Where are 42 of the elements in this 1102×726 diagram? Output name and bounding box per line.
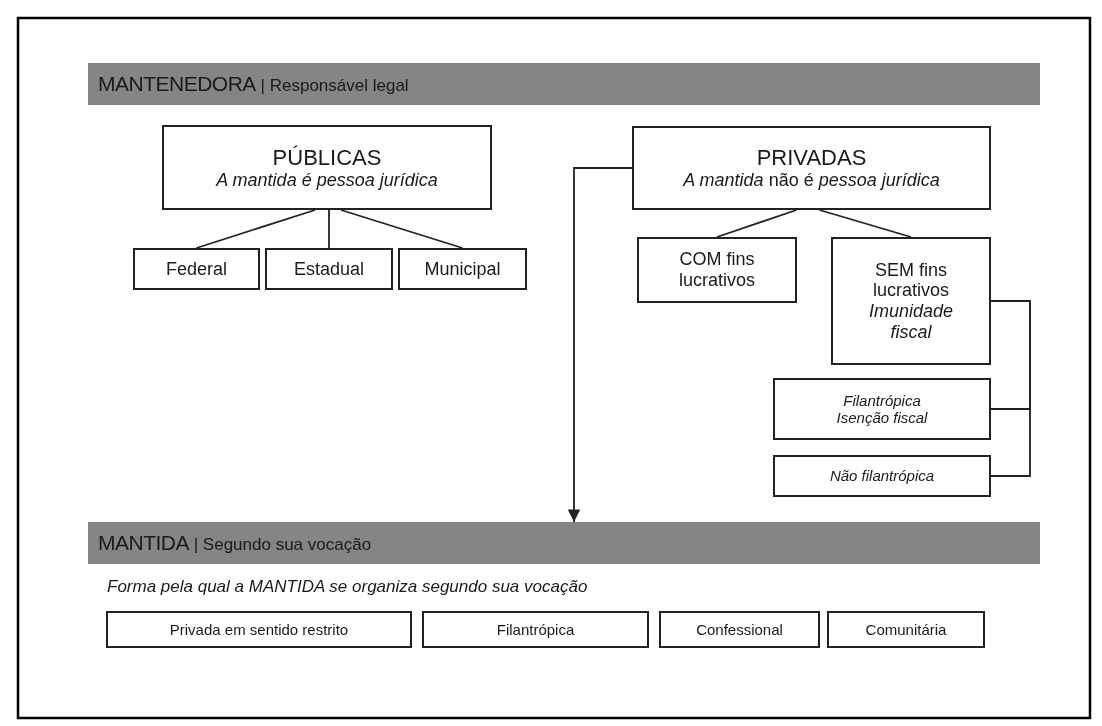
box-title: Federal [166,258,227,280]
box-title: PÚBLICAS [272,144,382,170]
box-title: Privada em sentido restrito [169,620,349,639]
box-title: Municipal [424,258,501,280]
box-title: COM fins lucrativos [678,249,756,291]
category-box [827,611,985,648]
category-box [773,455,991,497]
category-box [422,611,649,648]
connector-line [340,209,464,249]
box-title: SEM fins lucrativos [872,259,950,301]
box-subtitle: A mantida não é pessoa jurídica [683,170,940,191]
category-box [398,248,527,290]
section-band [88,522,1040,564]
category-box [831,237,991,365]
box-title: PRIVADAS [756,145,867,171]
box-title: Não filantrópica [829,467,935,485]
connector-line [328,209,330,249]
box-subtitle: A mantida é pessoa jurídica [216,169,438,191]
section-band [88,63,1040,105]
category-box [773,378,991,440]
box-subtitle: Imunidade fiscal [867,301,955,343]
category-box [265,248,393,290]
section-heading: MANTENEDORA | Responsável legal [98,71,409,97]
category-box [106,611,412,648]
arrow [567,167,633,523]
connector-line [990,300,1031,477]
section-heading: MANTIDA | Segundo sua vocação [98,530,372,556]
box-title: Filantrópica [496,620,575,639]
box-subtitle: Isenção fiscal [836,409,928,427]
category-box [632,126,991,210]
box-title: Estadual [293,258,365,280]
connector-line [818,209,912,238]
note-text: Forma pela qual a MANTIDA se organiza segundo sua vocação [107,577,588,597]
category-box [162,125,492,210]
box-title: Confessional [696,620,783,639]
connector-line [716,209,798,238]
connector-line [195,209,316,249]
box-title: Filantrópica [843,391,921,409]
category-box [133,248,260,290]
category-box [659,611,820,648]
box-title: Comunitária [865,620,947,639]
category-box [637,237,797,303]
